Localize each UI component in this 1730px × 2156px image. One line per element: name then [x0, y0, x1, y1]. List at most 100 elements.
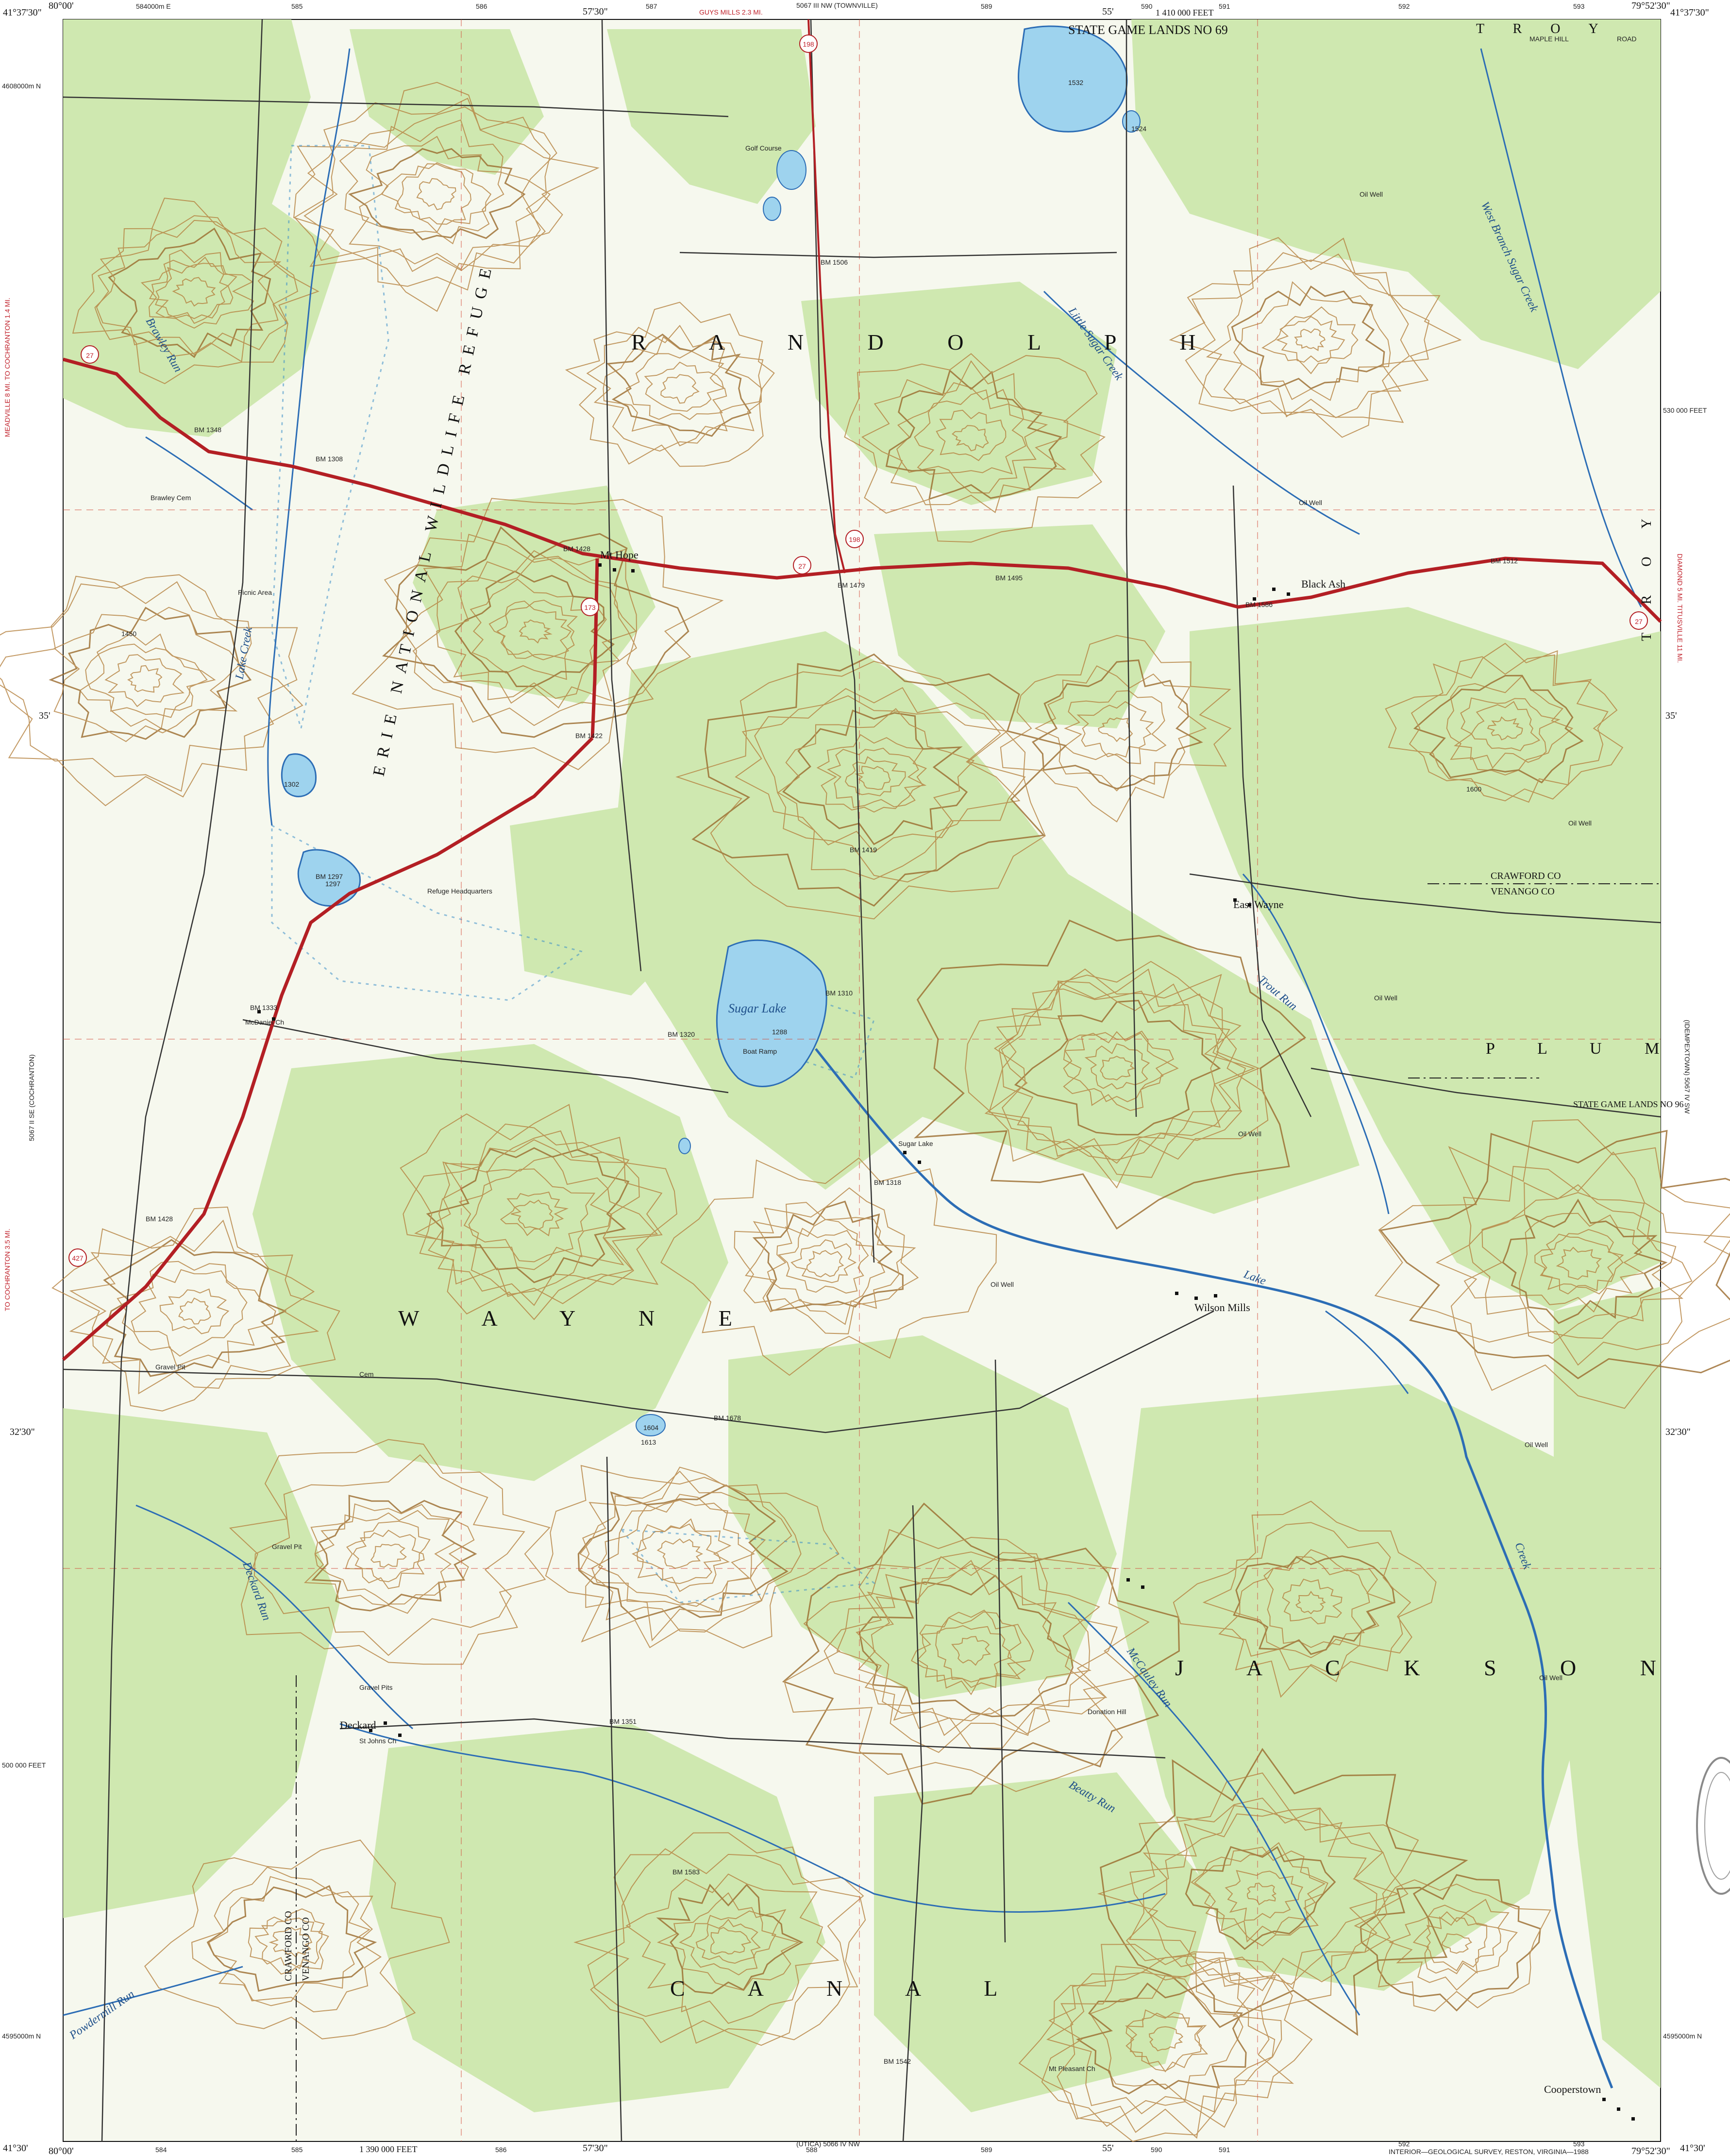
- road: [1310, 1067, 1661, 1118]
- contour-line: [1063, 1031, 1174, 1102]
- contour-line: [1014, 999, 1221, 1136]
- contour-line: [1540, 1233, 1624, 1295]
- contour-line: [988, 960, 1246, 1178]
- benchmarks: BM 1506 BM 1428 BM 1479 BM 1495 BM 1586 …: [146, 258, 1518, 2065]
- label-sugar-lake-elev: 1288: [772, 1028, 787, 1036]
- contour-line: [1519, 1213, 1645, 1313]
- benchmark: BM 1586: [1245, 601, 1273, 608]
- benchmark: BM 1479: [838, 581, 865, 589]
- place-wilson-mills: Wilson Mills: [1194, 1301, 1250, 1314]
- corner-lon-top-right: 79°52'30": [1631, 0, 1670, 11]
- contour-line: [1149, 2026, 1184, 2052]
- top-grid-585: 585: [291, 2, 303, 10]
- contour-line: [1125, 2009, 1209, 2072]
- contour-line: [1282, 1578, 1343, 1625]
- shield-198-mid: 198: [845, 530, 864, 548]
- contour-line: [108, 227, 271, 358]
- contour-line: [625, 1873, 840, 2024]
- contour-line: [806, 1250, 844, 1278]
- contour-line: [1169, 237, 1462, 438]
- contour-line: [1413, 674, 1584, 784]
- road: [242, 1019, 729, 1094]
- left-tick-35: 35': [39, 710, 50, 721]
- contour-line: [488, 599, 578, 659]
- place-sugar-lake-village: Sugar Lake: [898, 1140, 933, 1147]
- contour-line: [1379, 1129, 1730, 1380]
- label-sugar-lake: Sugar Lake: [728, 1001, 786, 1015]
- northing-bottom-right: 4595000m N: [1663, 2032, 1702, 2040]
- water-bodies: [281, 25, 1141, 1436]
- contour-line: [767, 1219, 886, 1306]
- road: [902, 1505, 924, 2142]
- contour-line: [394, 163, 471, 225]
- bottom-tick-55: 55': [1102, 2143, 1114, 2154]
- contour-line: [412, 550, 638, 708]
- contour-line: [675, 660, 1046, 920]
- top-grid-593: 593: [1573, 2, 1585, 10]
- contour-line: [468, 1168, 596, 1263]
- contour-line: [885, 369, 1062, 500]
- brawley-run: [145, 436, 253, 511]
- route-173-427: [62, 737, 594, 1361]
- contour-line: [382, 526, 689, 738]
- contour-line: [458, 1156, 612, 1270]
- place-cooperstown: Cooperstown: [1544, 2083, 1601, 2095]
- contour-line: [573, 1832, 866, 2046]
- sugar-creek: [815, 1048, 1613, 2089]
- road: [679, 252, 1117, 258]
- contour-line: [454, 570, 615, 688]
- contour-line: [248, 1908, 329, 1975]
- contour-line: [606, 334, 752, 437]
- creek-branch: [1325, 1310, 1409, 1394]
- feet-right: 530 000 FEET: [1663, 406, 1707, 414]
- contour-line: [293, 82, 600, 312]
- contour-line: [339, 119, 551, 270]
- contour-line: [253, 1454, 525, 1656]
- place-east-wayne: East Wayne: [1233, 898, 1284, 910]
- oil-well-label: Oil Well: [1539, 1674, 1562, 1682]
- usgs-credit: INTERIOR—GEOLOGICAL SURVEY, RESTON, VIRG…: [1389, 2148, 1589, 2156]
- forest-patch: [510, 801, 704, 995]
- place-boat-ramp: Boat Ramp: [743, 1047, 777, 1055]
- contour-line: [131, 1269, 248, 1357]
- top-grid-592: 592: [1398, 2, 1410, 10]
- marsh: [620, 1529, 876, 1603]
- contour-line: [695, 1919, 761, 1964]
- contour-line: [598, 1494, 755, 1607]
- shield-27-left-label: 27: [86, 352, 94, 359]
- contour-line: [1185, 1846, 1336, 1950]
- boundaries: [296, 883, 1661, 2141]
- contour-line: [69, 1219, 319, 1395]
- road: [1232, 485, 1312, 1117]
- shield-173-label: 173: [584, 604, 596, 611]
- road: [1125, 19, 1137, 1117]
- contour-line: [345, 1520, 431, 1589]
- spot-elevation: 1604: [643, 1424, 658, 1432]
- contour-line: [1076, 701, 1154, 758]
- corner-lon-bottom-right: 79°52'30": [1631, 2146, 1670, 2156]
- contour-line: [823, 1551, 1107, 1749]
- route-173: [590, 558, 599, 739]
- contour-line: [951, 1636, 991, 1666]
- road: [601, 19, 642, 972]
- contour-line: [1084, 1043, 1150, 1090]
- contour-line: [436, 556, 637, 700]
- oil-well-label: Oil Well: [991, 1280, 1014, 1288]
- deckard-run: [135, 1504, 413, 1730]
- oil-well-label: Oil Well: [1525, 1441, 1548, 1449]
- contour-line: [1442, 1933, 1472, 1954]
- label-cem: Cem: [359, 1370, 374, 1378]
- label-maple-hill: MAPLE HILL: [1529, 35, 1569, 43]
- contour-line: [0, 574, 298, 807]
- road: [810, 19, 875, 1263]
- bottom-grid-585: 585: [291, 2146, 303, 2154]
- contour-line: [913, 919, 1307, 1230]
- contour-line: [1063, 1030, 1179, 1112]
- sugar-lake: [716, 939, 827, 1087]
- contour-line: [254, 1918, 323, 1970]
- lake-creek: [267, 48, 351, 826]
- contour-line: [149, 256, 237, 324]
- bottom-grid-593: 593: [1573, 2140, 1585, 2148]
